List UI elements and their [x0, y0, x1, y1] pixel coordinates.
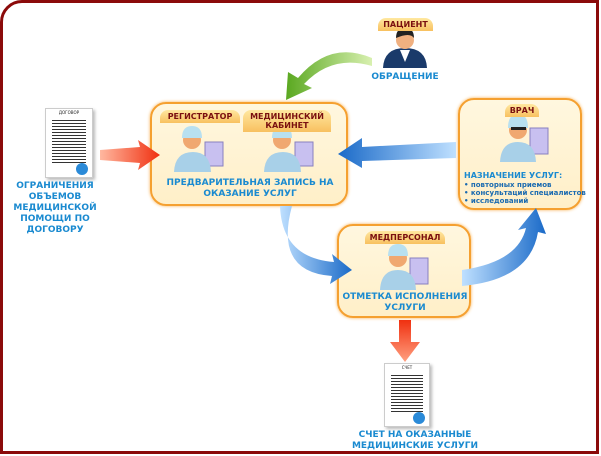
medstaff-icon [380, 244, 429, 290]
doctor-services-list: • повторных приемов • консультаций специ… [464, 181, 586, 205]
patient-icon [383, 28, 427, 68]
blue-arrow-doctor-to-registry [338, 138, 456, 168]
contract-document: ДОГОВОР [45, 108, 93, 178]
medstaff-tab: МЕДПЕРСОНАЛ [365, 231, 445, 244]
doctor-tab: ВРАЧ [505, 104, 539, 117]
contract-doc-title: ДОГОВОР [46, 110, 92, 115]
patient-caption: ОБРАЩЕНИЕ [371, 72, 439, 82]
red-arrow-medstaff-to-bill [390, 320, 420, 362]
medstaff-caption: ОТМЕТКА ИСПОЛНЕНИЯ УСЛУГИ [342, 292, 468, 313]
registrar-icon [174, 126, 224, 172]
service-item: • исследований [464, 197, 529, 205]
bill-caption: СЧЕТ НА ОКАЗАННЫЕ МЕДИЦИНСКИЕ УСЛУГИ [351, 430, 479, 451]
seal-icon [413, 412, 425, 424]
red-arrow-contract-to-registry [100, 140, 160, 170]
green-arrow-patient-to-registry [286, 52, 372, 100]
bill-doc-title: СЧЕТ [385, 365, 429, 370]
patient-tab: ПАЦИЕНТ [378, 18, 433, 31]
cabinet-tab: МЕДИЦИНСКИЙ КАБИНЕТ [243, 110, 331, 132]
blue-arrow-registry-to-medstaff [280, 206, 352, 284]
cabinet-staff-icon [264, 126, 314, 172]
contract-caption: ОГРАНИЧЕНИЯ ОБЪЕМОВ МЕДИЦИНСКОЙ ПОМОЩИ П… [13, 181, 97, 235]
bill-document: СЧЕТ [384, 363, 430, 427]
registrar-tab: РЕГИСТРАТОР [160, 110, 240, 123]
service-item: • консультаций специалистов [464, 189, 586, 197]
blue-arrow-medstaff-to-doctor [462, 208, 546, 286]
doctor-icon [500, 114, 549, 162]
registry-caption: ПРЕДВАРИТЕЛЬНАЯ ЗАПИСЬ НА ОКАЗАНИЕ УСЛУГ [166, 178, 334, 199]
service-item: • повторных приемов [464, 181, 552, 189]
seal-icon [76, 163, 88, 175]
doctor-caption: НАЗНАЧЕНИЕ УСЛУГ: [464, 171, 563, 180]
